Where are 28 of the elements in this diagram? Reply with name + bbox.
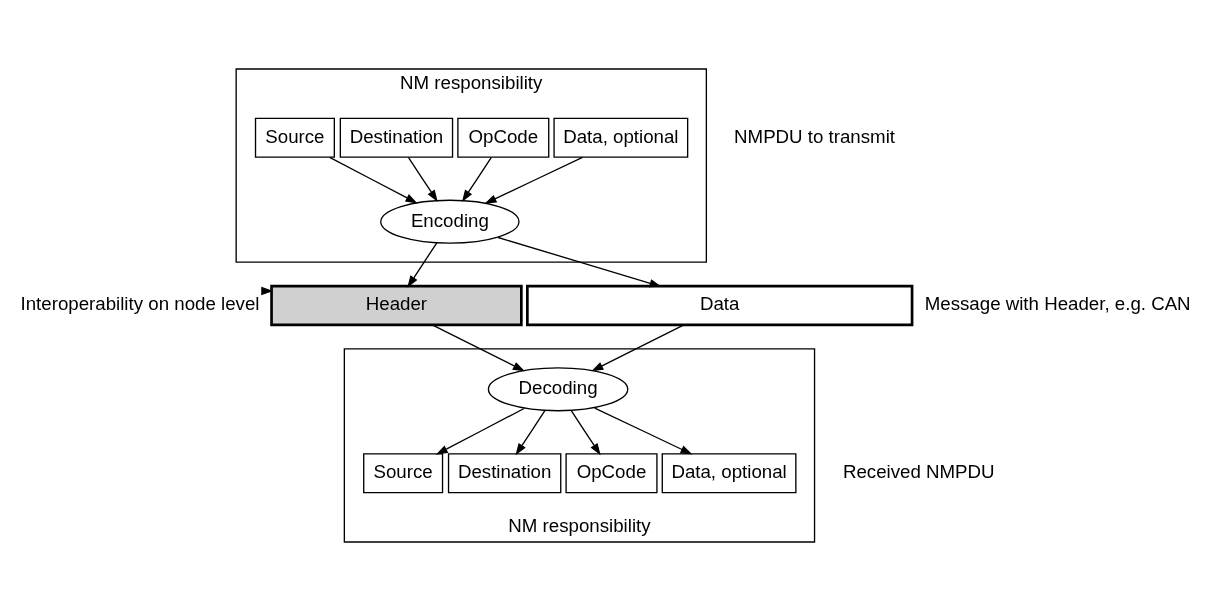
arrow: [407, 241, 438, 288]
arrow: [484, 156, 584, 204]
arrow: [497, 236, 662, 287]
node-box: Header: [270, 284, 523, 326]
arrow: [570, 409, 601, 455]
arrow: [329, 156, 418, 203]
label: Message with Header, e.g. CAN: [924, 292, 1191, 314]
arrow: [591, 323, 685, 371]
label: NMPDU to transmit: [734, 125, 896, 147]
arrow: [515, 409, 546, 455]
node-box: Data: [526, 284, 914, 326]
node-text: Interoperability on node level: [20, 292, 260, 314]
node-box: OpCode: [565, 452, 658, 493]
node-ellipse: Decoding: [487, 366, 629, 411]
arrow: [461, 156, 492, 202]
arrow: [435, 407, 525, 455]
arrow: [594, 406, 693, 454]
arrow: [432, 323, 525, 371]
node-box: Data, optional: [661, 452, 797, 493]
node-ellipse: Encoding: [380, 199, 520, 244]
node-box: Destination: [447, 452, 562, 493]
node-box: Data, optional: [553, 117, 689, 158]
node-box: Source: [254, 117, 335, 158]
node-box: Destination: [339, 117, 454, 158]
label: Received NMPDU: [842, 460, 995, 482]
node-box: OpCode: [457, 117, 550, 158]
node-box: Source: [363, 452, 444, 493]
arrow: [407, 156, 438, 202]
